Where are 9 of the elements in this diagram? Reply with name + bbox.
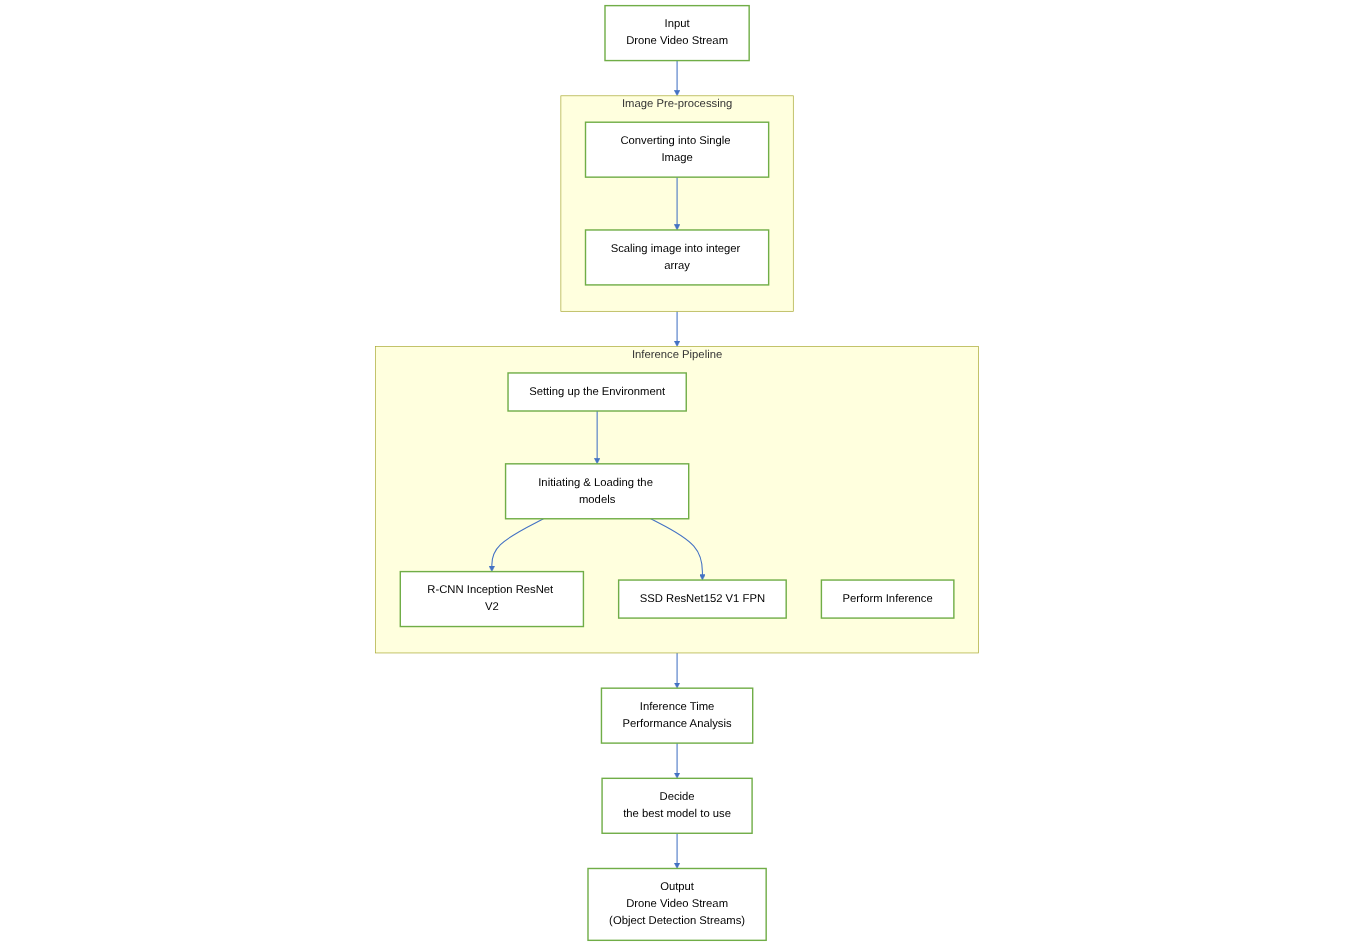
arrow (488, 518, 544, 572)
arrow (673, 60, 681, 97)
arrow (650, 518, 706, 581)
arrow (593, 410, 601, 465)
arrow (673, 742, 681, 779)
arrow (673, 310, 681, 347)
arrow (673, 832, 681, 869)
arrow (673, 176, 681, 231)
arrow (673, 652, 681, 689)
